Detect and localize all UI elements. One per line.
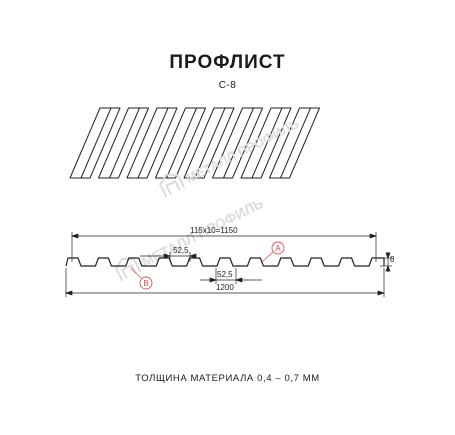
sheet-perspective-view: [69, 107, 320, 179]
sheet-rib-edge: [80, 107, 112, 179]
profile-code: С-8: [218, 80, 237, 91]
cross-section-profile: [65, 257, 385, 267]
dim-total-width-label: 1200: [216, 283, 234, 292]
watermark-logo-icon: [115, 257, 142, 282]
sheet-rib: [69, 107, 121, 179]
sheet-rib-edge: [137, 107, 169, 179]
sheet-rib-edge: [109, 107, 140, 179]
watermark-logo-icon: [159, 173, 186, 198]
dim-pitch-left-label: 52,5: [173, 246, 189, 255]
dim-height: [380, 252, 392, 272]
sheet-rib: [212, 107, 263, 179]
sheet-rib: [126, 107, 178, 179]
dim-pitch-right-label: 52,5: [217, 270, 233, 279]
callout-a-label: A: [275, 244, 281, 253]
sheet-rib-edge: [251, 107, 283, 179]
dim-overall-pitch: [70, 232, 378, 262]
sheet-rib: [98, 107, 149, 179]
dim-overall-label: 115x10=1150: [190, 226, 238, 235]
dim-pitch-left: [140, 252, 197, 262]
dim-height-label: 8: [390, 255, 395, 264]
sheet-rib: [240, 107, 292, 179]
sheet-rib-edge: [166, 107, 197, 179]
callout-b-label: B: [143, 279, 148, 288]
sheet-rib-edge: [280, 107, 311, 179]
sheet-rib: [269, 107, 320, 179]
dim-pitch-right: [200, 268, 262, 284]
sheet-rib: [183, 107, 235, 179]
dim-total-width: [64, 268, 386, 297]
sheet-rib: [155, 107, 206, 179]
callout-a: A: [261, 241, 285, 263]
sheet-rib-edge: [223, 107, 254, 179]
callout-b: B: [130, 267, 153, 290]
sheet-rib-edge: [194, 107, 226, 179]
page-title: ПРОФЛИСТ: [169, 52, 286, 73]
material-thickness-note: ТОЛЩИНА МАТЕРИАЛА 0,4 – 0,7 ММ: [135, 373, 320, 384]
